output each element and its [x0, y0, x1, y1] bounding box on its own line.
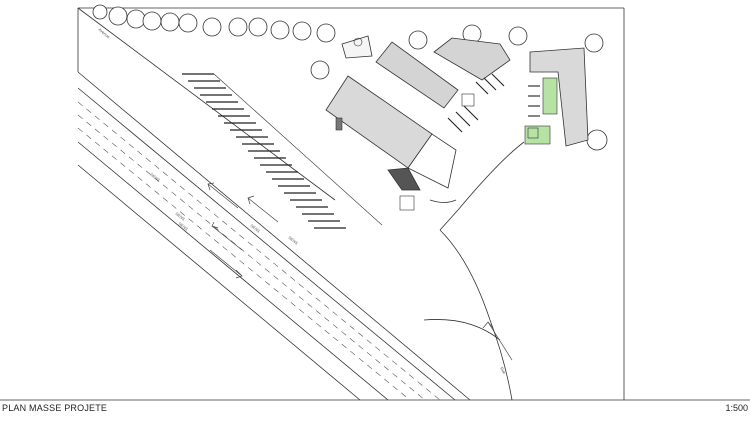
plan-title: PLAN MASSE PROJETE [2, 403, 108, 413]
svg-text:SENS: SENS [174, 211, 186, 222]
svg-text:Avenue: Avenue [97, 27, 111, 40]
tree-row [92, 4, 608, 151]
site-details [335, 37, 539, 211]
parking-stalls-west [182, 73, 346, 229]
svg-text:SENS: SENS [249, 223, 261, 234]
lane-markings [77, 101, 441, 401]
green-spaces [524, 77, 558, 145]
svg-text:SENS: SENS [177, 221, 189, 232]
svg-text:SENS: SENS [149, 172, 161, 183]
svg-text:SENS: SENS [287, 235, 299, 246]
sheet-frame [0, 7, 750, 401]
parking-edge-west [213, 73, 383, 226]
direction-arrows [207, 182, 513, 361]
access-road [423, 141, 525, 401]
main-road [77, 7, 471, 401]
buildings [325, 35, 589, 191]
svg-text:Rue: Rue [499, 366, 507, 376]
lane-labels: SENS SENS SENS SENS SENS Avenue Rue [97, 27, 507, 376]
plan-scale: 1:500 [725, 403, 748, 413]
parking-stalls-east [447, 73, 540, 133]
